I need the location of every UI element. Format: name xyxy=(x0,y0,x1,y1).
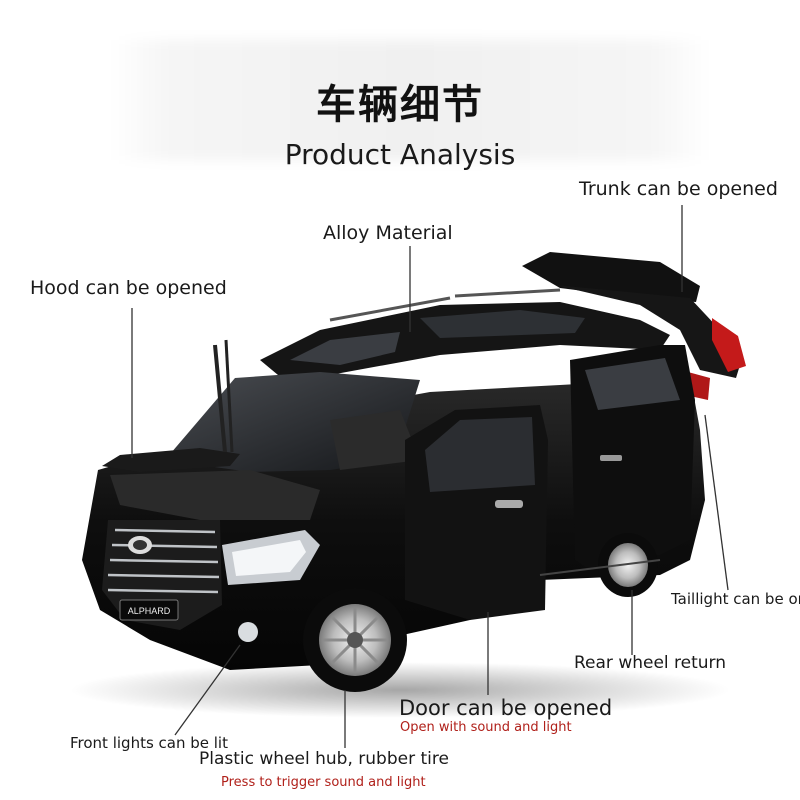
callout-wheel-hub: Plastic wheel hub, rubber tire xyxy=(199,749,449,769)
fog-light xyxy=(238,622,258,642)
trunk-lid xyxy=(522,252,700,302)
callout-hood: Hood can be opened xyxy=(30,277,227,299)
callout-taillight: Taillight can be on xyxy=(671,590,800,608)
callout-rear-wheel: Rear wheel return xyxy=(574,653,727,673)
callout-line-front-lights xyxy=(174,644,241,736)
ground-shadow xyxy=(70,662,730,718)
plate-text: ALPHARD xyxy=(128,606,171,616)
callout-door: Door can be opened xyxy=(399,696,613,720)
faded-background-watermark xyxy=(110,40,710,160)
license-plate xyxy=(119,599,179,621)
page-title: Product Analysis xyxy=(284,138,516,171)
taillight-red xyxy=(712,318,746,372)
door-handle xyxy=(495,500,523,508)
callout-wheel-hub-subtitle: Press to trigger sound and light xyxy=(221,775,426,790)
callout-door-subtitle: Open with sound and light xyxy=(400,720,572,735)
callout-line-taillight xyxy=(704,414,729,591)
callout-alloy-material: Alloy Material xyxy=(323,222,453,244)
page-title-chinese: 车辆细节 xyxy=(316,81,484,128)
hood-open xyxy=(102,448,240,472)
car-body xyxy=(82,375,705,670)
callout-trunk: Trunk can be opened xyxy=(579,178,778,200)
callout-front-lights: Front lights can be lit xyxy=(70,734,228,752)
